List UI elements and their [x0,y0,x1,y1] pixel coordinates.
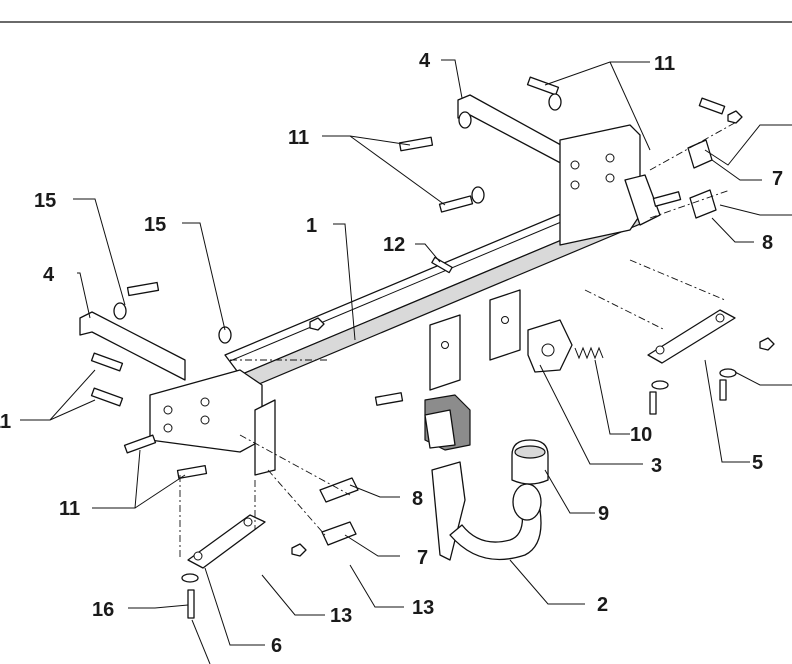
callout-11-top: 11 [654,53,675,75]
callout-1: 1 [306,215,317,237]
bolt-set [90,76,727,619]
callout-13-right: 13 [412,597,434,619]
ball-cover [511,439,549,485]
callout-15-right: 15 [144,214,166,236]
callout-11-upper-left: 11 [288,127,309,149]
spring [574,346,604,360]
callout-3: 3 [651,455,662,477]
electrical-socket [424,394,471,451]
callout-8-right: 8 [762,232,773,254]
callout-5: 5 [752,452,763,474]
tow-ball-neck [431,461,542,561]
callout-13-left: 13 [330,605,352,627]
callout-8-left: 8 [412,488,423,510]
callout-12: 12 [383,234,405,256]
callout-6: 6 [271,635,282,657]
assembly-guide-lines [179,119,741,560]
lower-right-plate [647,309,736,364]
callout-9: 9 [598,503,609,525]
callout-16: 16 [92,599,114,621]
socket-plate [527,319,573,373]
callout-11-lower: 11 [59,498,80,520]
callout-4-left: 4 [43,264,55,286]
washers-and-nuts [113,93,775,583]
callout-11-left-edge: 11 [0,411,11,433]
lower-left-plate [187,514,266,569]
leader-lines [20,59,792,664]
centre-plates [429,289,521,391]
callout-labels: 1 2 3 4 4 5 6 7 7 8 8 9 10 11 11 11 11 1… [0,50,783,657]
callout-4-right: 4 [419,50,431,72]
callout-2: 2 [597,594,608,616]
callout-15-left: 15 [34,190,56,212]
right-side-bracket [457,94,661,246]
callout-10: 10 [630,424,652,446]
callout-7-bottom: 7 [417,547,428,569]
callout-7-top: 7 [772,168,783,190]
left-side-bracket [79,311,276,476]
